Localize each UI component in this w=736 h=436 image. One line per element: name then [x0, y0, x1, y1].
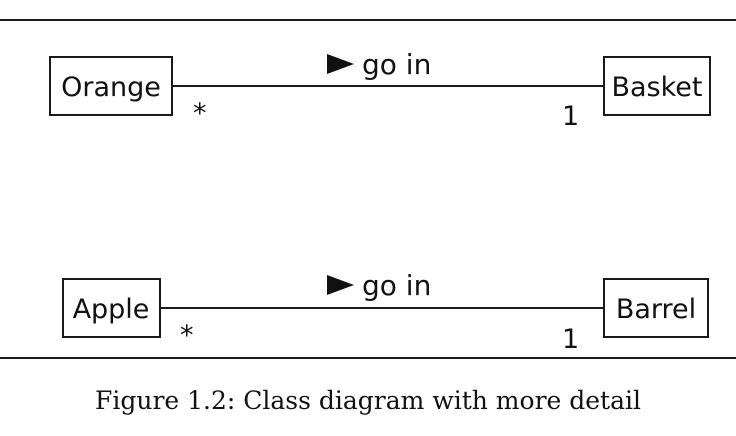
class-name-basket: Basket — [611, 72, 702, 103]
top-rule — [0, 19, 736, 21]
association-orange-basket: Orange Basket go in * 1 — [49, 48, 711, 132]
class-name-barrel: Barrel — [616, 294, 696, 325]
class-box-barrel: Barrel — [603, 278, 709, 338]
class-name-orange: Orange — [61, 72, 161, 103]
class-box-frame — [603, 278, 709, 338]
class-box-orange: Orange — [49, 56, 173, 116]
class-box-frame — [49, 56, 173, 116]
right-triangle-arrow-icon — [327, 275, 354, 295]
figure-caption: Figure 1.2: Class diagram with more deta… — [95, 386, 641, 415]
multiplicity-to: 1 — [562, 324, 579, 355]
class-box-apple: Apple — [62, 278, 161, 338]
association-apple-barrel: Apple Barrel go in * 1 — [62, 269, 709, 355]
multiplicity-from: * — [193, 98, 207, 129]
bottom-rule — [0, 357, 736, 359]
class-box-frame — [603, 56, 711, 116]
right-triangle-arrow-icon — [327, 54, 354, 74]
multiplicity-from: * — [180, 320, 194, 351]
multiplicity-to: 1 — [562, 101, 579, 132]
class-box-basket: Basket — [603, 56, 711, 116]
association-label: go in — [362, 48, 431, 81]
class-box-frame — [62, 278, 161, 338]
association-label: go in — [362, 269, 431, 302]
class-name-apple: Apple — [73, 294, 150, 325]
